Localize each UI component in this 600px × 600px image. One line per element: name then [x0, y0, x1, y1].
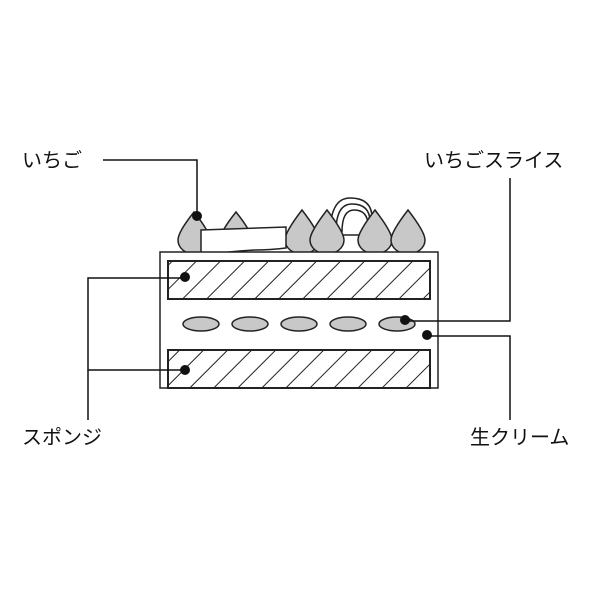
- strawberry-slice: [182, 316, 220, 332]
- label-strawberry-slice: いちごスライス: [424, 148, 564, 172]
- strawberry-slice: [280, 316, 318, 332]
- strawberry-slice: [329, 316, 367, 332]
- label-fresh-cream: 生クリーム: [470, 425, 570, 449]
- label-sponge: スポンジ: [22, 425, 102, 449]
- strawberry: [390, 208, 426, 255]
- leader-dots: [180, 211, 432, 375]
- sponge-top: [167, 260, 431, 300]
- strawberry-slices: [182, 316, 416, 332]
- sponge-bottom: [167, 349, 431, 389]
- cream-swirl: [329, 197, 373, 236]
- leader-lines: [87, 159, 511, 420]
- strawberry-slice: [231, 316, 269, 332]
- label-strawberry: いちご: [22, 148, 82, 172]
